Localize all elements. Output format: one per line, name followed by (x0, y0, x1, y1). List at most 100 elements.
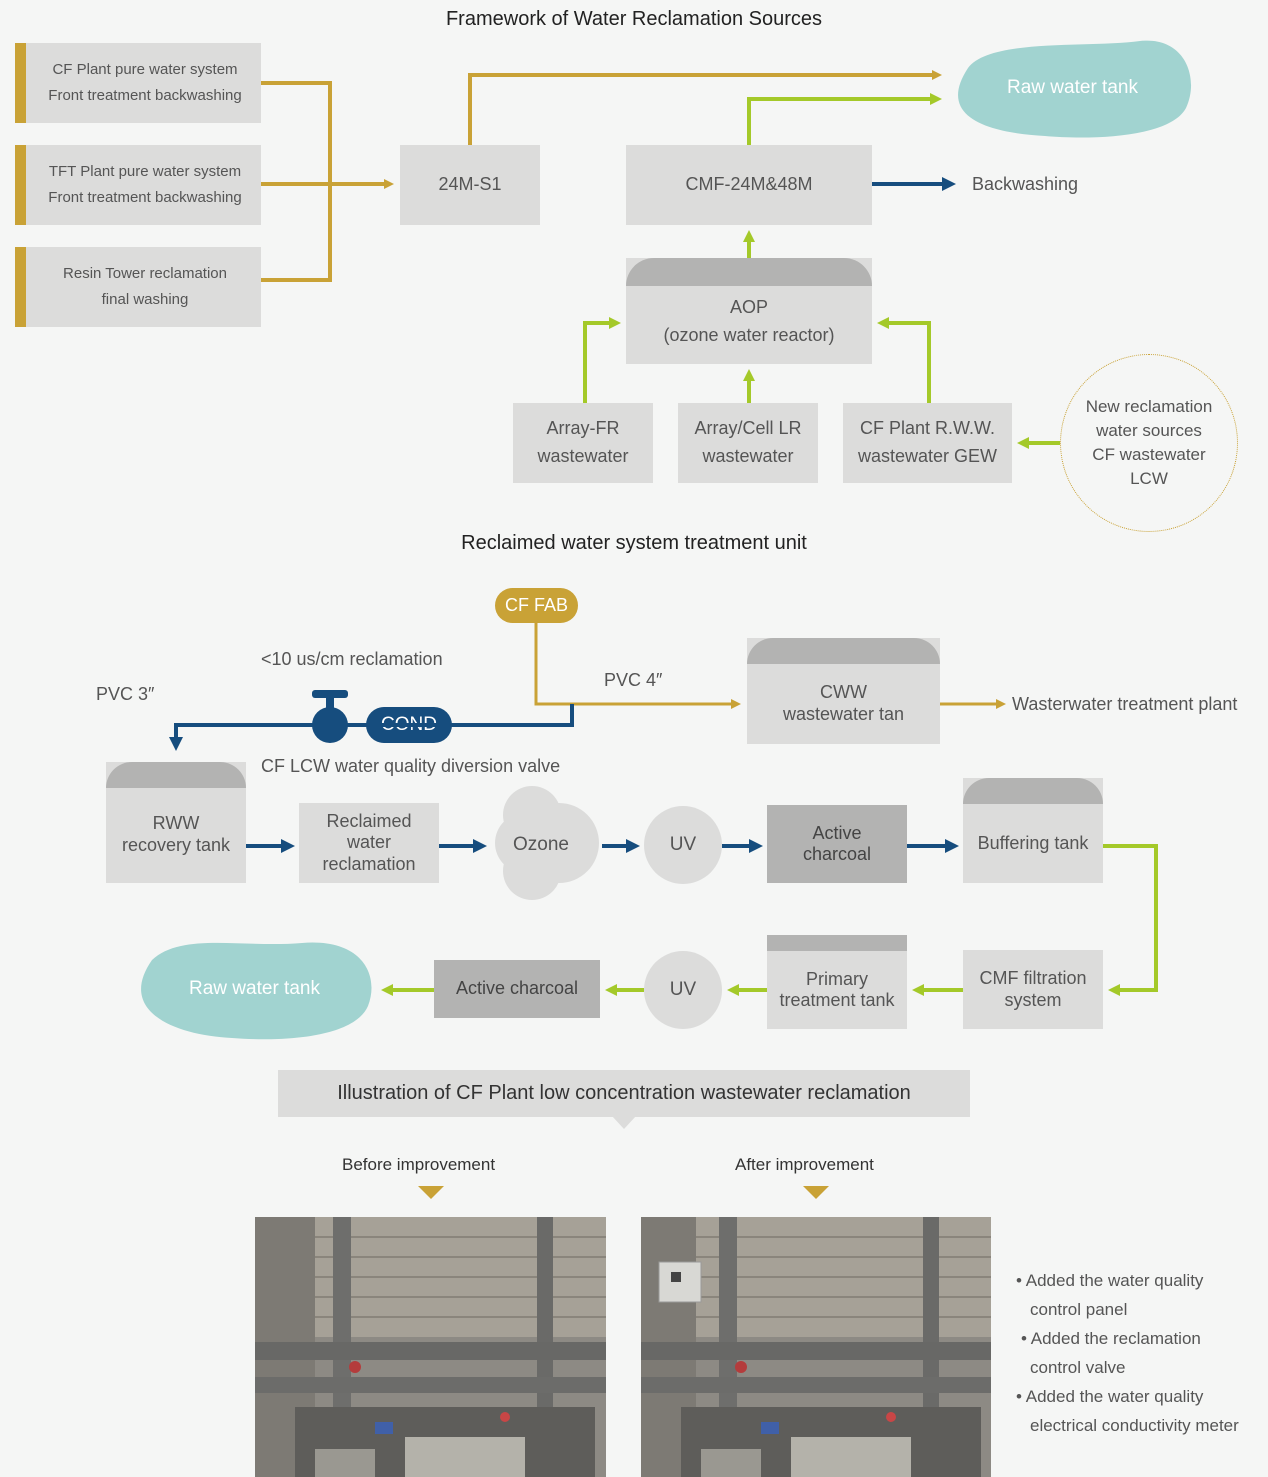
buffering-label: Buffering tank (977, 832, 1089, 853)
green-arrow-to-raw-tank (747, 93, 942, 145)
source-line: Front treatment backwashing (48, 87, 242, 104)
treatment-title: Reclaimed water system treatment unit (461, 532, 807, 554)
tank-cap (626, 258, 872, 286)
improvement-text: control valve (1030, 1358, 1126, 1377)
source-line: Resin Tower reclamation (63, 264, 227, 282)
gold-arrow-to-raw-tank (468, 70, 942, 145)
improvement-text: control panel (1030, 1300, 1128, 1319)
source-line: TFT Plant pure water system (48, 162, 242, 180)
reclamation-threshold-label: <10 us/cm reclamation (261, 649, 443, 669)
aop-sublabel: (ozone water reactor) (663, 325, 835, 345)
input-line: Array-FR (546, 418, 620, 439)
reclaimed-line: reclamation (322, 853, 416, 874)
charcoal-line: Active (812, 822, 862, 843)
buffering-tank: Buffering tank (963, 778, 1103, 883)
tank-cap (747, 638, 940, 664)
primary-line: treatment tank (779, 990, 895, 1010)
active-charcoal-box-2: Active charcoal (434, 960, 600, 1018)
improvement-item: • Added the reclamation (1021, 1329, 1201, 1348)
cww-sublabel: wastewater tan (782, 704, 905, 724)
input-box-array-cell: Array/Cell LR wastewater (678, 403, 818, 483)
input-line: Array/Cell LR (694, 418, 802, 439)
illustration-banner: Illustration of CF Plant low concentrati… (278, 1070, 970, 1117)
raw-water-tank-blob-top (958, 40, 1192, 138)
before-label: Before improvement (342, 1155, 496, 1174)
rww-sublabel: recovery tank (121, 834, 231, 855)
new-sources-line: water sources (1096, 421, 1202, 440)
primary-line: Primary (806, 968, 868, 989)
s1-box: 24M-S1 (400, 145, 540, 225)
source-box-resin: Resin Tower reclamation final washing (15, 247, 261, 327)
before-marker-icon (418, 1186, 444, 1199)
improvement-list: • Added the water quality control panel … (1016, 1266, 1239, 1440)
improvement-text: electrical conductivity meter (1030, 1416, 1239, 1435)
green-arrow-cf-rww-to-aop (877, 317, 931, 403)
improvement-text: Added the water quality (1025, 1271, 1204, 1290)
tank-cap (767, 935, 907, 951)
input-line: wastewater (702, 446, 794, 466)
diversion-valve-label: CF LCW water quality diversion valve (261, 756, 561, 776)
cmf-box: CMF-24M&48M (626, 145, 872, 225)
gold-source-lines (261, 70, 942, 282)
input-box-cf-rww: CF Plant R.W.W. wastewater GEW (843, 403, 1012, 483)
source-line: Front treatment backwashing (48, 189, 242, 206)
cww-label: CWW (820, 682, 867, 703)
ozone-blob (495, 813, 555, 873)
improvement-item: • Added the water quality (1016, 1271, 1204, 1290)
aop-tank: AOP (ozone water reactor) (626, 258, 872, 364)
raw-water-tank-blob-bottom (141, 942, 372, 1040)
cmf-line: system (1004, 989, 1062, 1010)
tank-cap (963, 778, 1103, 804)
gold-arrow-to-cww (534, 623, 741, 709)
valve (312, 690, 348, 743)
banner-pointer (612, 1116, 636, 1129)
improvement-item: • Added the water quality (1016, 1387, 1204, 1406)
source-accent (15, 247, 26, 327)
raw-water-tank-label-bottom: Raw water tank (189, 978, 320, 999)
source-accent (15, 145, 26, 225)
source-line: final washing (101, 291, 189, 308)
green-framework-lines (583, 93, 1060, 449)
new-sources-circle: New reclamation water sources CF wastewa… (1060, 354, 1238, 532)
input-line: CF Plant R.W.W. (859, 418, 995, 439)
input-box-array-fr: Array-FR wastewater (513, 403, 653, 483)
reclaimed-line: Reclaimed (326, 811, 412, 832)
wwtp-label: Wasterwater treatment plant (1012, 694, 1238, 714)
source-accent (15, 43, 26, 123)
green-arrow-array-fr-to-aop (583, 317, 621, 403)
input-line: wastewater GEW (857, 446, 998, 466)
pvc4-label: PVC 4″ (604, 670, 663, 690)
backwashing-label: Backwashing (972, 174, 1079, 194)
cf-fab-pill: CF FAB (495, 588, 578, 623)
green-treatment-lines (381, 844, 1158, 996)
ozone-label: Ozone (513, 834, 569, 855)
improvement-text: Added the reclamation (1030, 1329, 1201, 1348)
after-label: After improvement (735, 1155, 874, 1174)
blue-treatment-lines (169, 704, 959, 853)
reclaimed-line: water (346, 832, 391, 853)
after-marker-icon (803, 1186, 829, 1199)
rww-label: RWW (152, 812, 200, 833)
raw-water-tank-label-top: Raw water tank (1007, 77, 1138, 98)
input-line: wastewater (537, 446, 629, 466)
uv-circle-2: UV (644, 951, 722, 1029)
cmf-line: CMF filtration (979, 968, 1087, 989)
blue-line-diversion (169, 704, 574, 751)
new-sources-line: LCW (1130, 469, 1168, 488)
ozone-cloud (495, 786, 599, 900)
charcoal-line: charcoal (802, 844, 872, 864)
source-line: CF Plant pure water system (52, 60, 238, 78)
gold-treatment-lines (534, 623, 1006, 709)
uv-circle-1: UV (644, 806, 722, 884)
tank-cap (106, 762, 246, 788)
improvement-text: Added the water quality (1025, 1387, 1204, 1406)
flow-lines (169, 70, 1158, 996)
aop-label: AOP (729, 297, 768, 318)
